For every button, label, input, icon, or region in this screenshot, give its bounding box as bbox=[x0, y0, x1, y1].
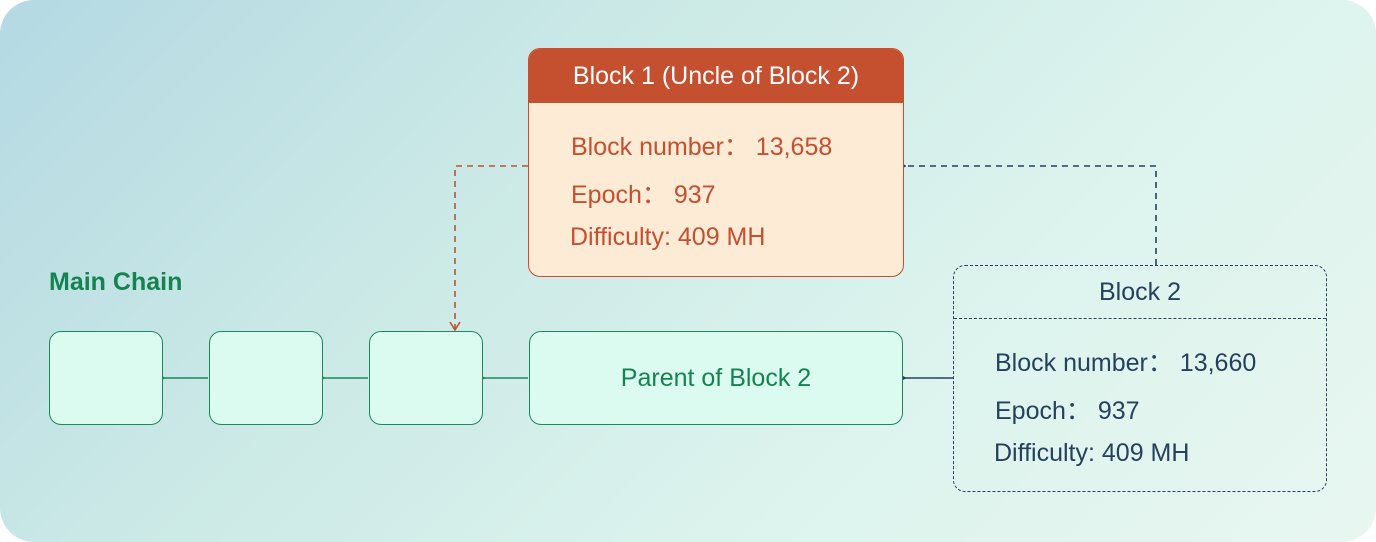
parent-block: Parent of Block 2 bbox=[529, 331, 903, 425]
uncle-block: Block 1 (Uncle of Block 2) Block number：… bbox=[528, 48, 904, 277]
chain-block-2 bbox=[209, 331, 323, 425]
uncle-block-epoch: Epoch： 937 bbox=[571, 181, 716, 209]
block2-epoch: Epoch： 937 bbox=[995, 397, 1140, 425]
block2: Block 2 Block number： 13,660 Epoch： 937 … bbox=[953, 265, 1327, 492]
chain-block-3 bbox=[369, 331, 483, 425]
main-chain-label: Main Chain bbox=[49, 268, 183, 296]
uncle-to-chain-arrow bbox=[449, 165, 528, 332]
uncle-block-number: Block number： 13,658 bbox=[571, 133, 833, 161]
block2-difficulty: Difficulty: 409 MH bbox=[994, 439, 1190, 467]
block2-title: Block 2 bbox=[954, 266, 1326, 319]
parent-block-label: Parent of Block 2 bbox=[620, 363, 812, 392]
uncle-block-title: Block 1 (Uncle of Block 2) bbox=[529, 49, 903, 103]
chain-block-1 bbox=[49, 331, 163, 425]
block2-to-uncle-arrow bbox=[905, 166, 1157, 265]
block2-number: Block number： 13,660 bbox=[995, 349, 1257, 377]
uncle-block-difficulty: Difficulty: 409 MH bbox=[570, 223, 766, 251]
